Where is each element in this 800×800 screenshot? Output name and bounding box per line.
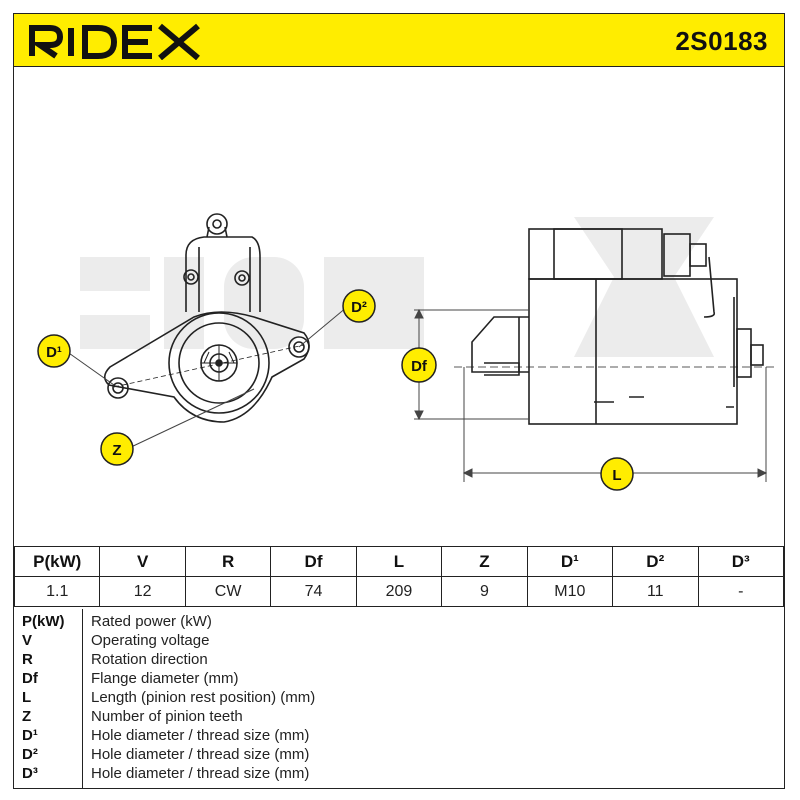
legend-symbol: Df [22,670,38,687]
svg-text:D²: D² [351,299,367,316]
technical-drawing: D¹ D² Z Df L [14,67,784,547]
legend-row: D³ Hole diameter / thread size (mm) [14,765,784,784]
spec-header-cell: P(kW) [13,546,101,577]
spec-header-cell: D³ [697,546,784,577]
legend: P(kW) Rated power (kW) V Operating volta… [14,609,784,789]
spec-value-cell: CW [184,576,272,607]
watermark-logo [80,217,714,357]
legend-row: P(kW) Rated power (kW) [14,613,784,632]
spec-value-row: 1.1 12 CW 74 209 9 M10 11 - [13,576,784,607]
spec-value-cell: - [697,576,784,607]
dim-label-z: Z [100,432,134,466]
spec-value-cell: 9 [441,576,528,607]
svg-text:Df: Df [411,358,428,375]
legend-description: Number of pinion teeth [91,708,243,725]
spec-value-cell: M10 [526,576,614,607]
legend-symbol: V [22,632,33,649]
side-view [454,228,774,425]
spec-header-cell: R [184,546,272,577]
legend-description: Hole diameter / thread size (mm) [91,746,310,763]
spec-value-cell: 74 [270,576,357,607]
svg-text:Z: Z [112,442,121,459]
header-bar: 2S0183 [14,14,784,67]
legend-divider [82,609,83,789]
legend-symbol: P(kW) [22,613,65,630]
legend-description: Operating voltage [91,632,210,649]
legend-symbol: D³ [22,765,38,782]
spec-value-cell: 209 [355,576,443,607]
dim-label-d2: D² [342,289,376,323]
legend-description: Rotation direction [91,651,208,668]
product-sheet: 2S0183 [13,13,785,789]
front-view [103,213,310,423]
brand-logo [28,22,208,65]
legend-symbol: D² [22,746,38,763]
legend-row: D² Hole diameter / thread size (mm) [14,746,784,765]
spec-header-cell: Df [270,546,357,577]
legend-row: L Length (pinion rest position) (mm) [14,689,784,708]
spec-header-cell: L [355,546,443,577]
legend-row: Z Number of pinion teeth [14,708,784,727]
legend-row: D¹ Hole diameter / thread size (mm) [14,727,784,746]
legend-symbol: D¹ [22,727,38,744]
spec-header-cell: V [99,546,186,577]
legend-row: Df Flange diameter (mm) [14,670,784,689]
legend-description: Flange diameter (mm) [91,670,239,687]
svg-text:L: L [612,467,621,484]
spec-header-cell: D¹ [526,546,614,577]
part-number: 2S0183 [675,26,768,56]
legend-row: R Rotation direction [14,651,784,670]
legend-symbol: L [22,689,32,706]
spec-header-cell: Z [441,546,528,577]
dim-label-df: Df [401,347,437,383]
dim-label-l: L [600,457,634,491]
legend-description: Hole diameter / thread size (mm) [91,727,310,744]
spec-value-cell: 1.1 [13,576,101,607]
legend-symbol: R [22,651,33,668]
spec-table: P(kW) V R Df L Z D¹ D² D³ 1.1 12 CW 74 2… [13,546,784,607]
legend-symbol: Z [22,708,32,725]
legend-row: V Operating voltage [14,632,784,651]
spec-header-cell: D² [612,546,699,577]
svg-text:D¹: D¹ [46,344,62,361]
dim-label-d1: D¹ [37,334,71,368]
legend-description: Rated power (kW) [91,613,212,630]
legend-description: Length (pinion rest position) (mm) [91,689,316,706]
spec-value-cell: 11 [612,576,699,607]
spec-header-row: P(kW) V R Df L Z D¹ D² D³ [13,546,784,577]
legend-description: Hole diameter / thread size (mm) [91,765,310,782]
spec-value-cell: 12 [99,576,186,607]
